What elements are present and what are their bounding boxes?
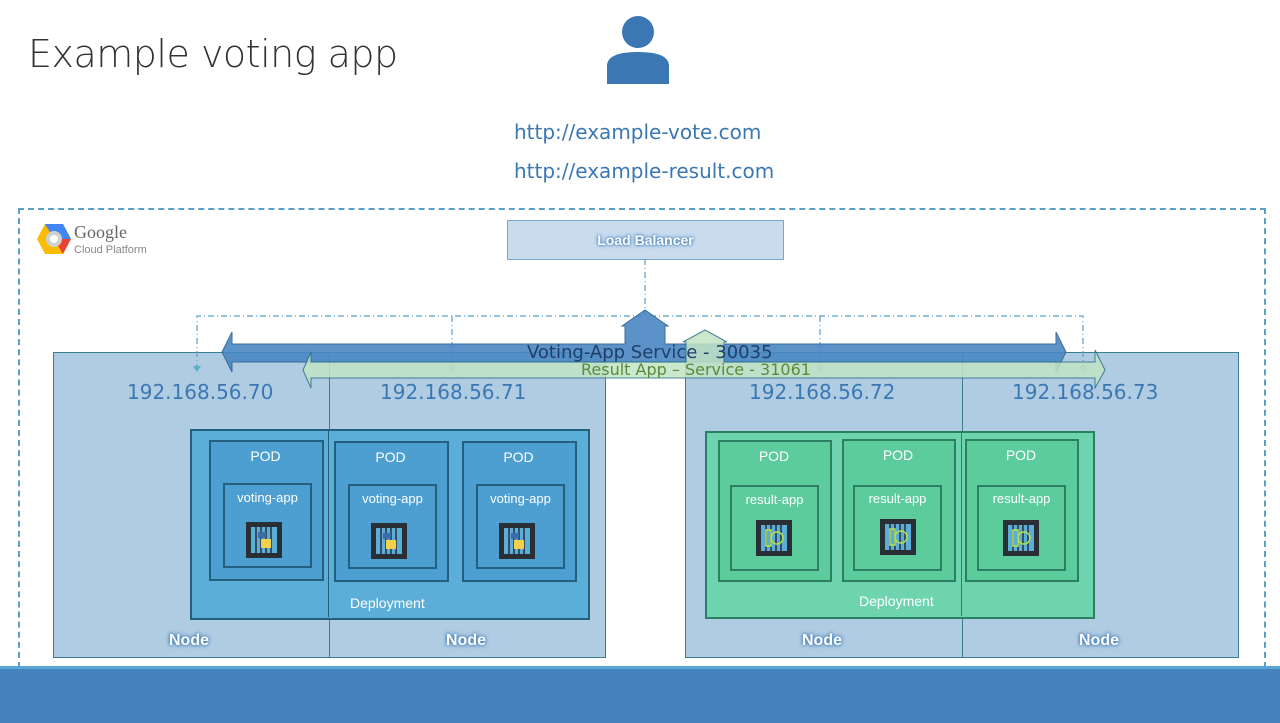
pod (842, 439, 956, 582)
pod (965, 439, 1079, 582)
container (476, 484, 565, 569)
python-container-icon (371, 523, 407, 559)
result-service-label: Result App – Service - 31061 (581, 360, 811, 379)
container-label: result-app (745, 492, 804, 507)
node-ip: 192.168.56.70 (127, 380, 274, 404)
nodejs-container-icon (1003, 520, 1039, 556)
node-ip: 192.168.56.71 (380, 380, 527, 404)
voting-service-label: Voting-App Service - 30035 (527, 342, 773, 363)
container-label: voting-app (237, 490, 298, 505)
container-label: voting-app (362, 491, 423, 506)
pod-label: POD (882, 447, 914, 463)
deployment-label: Deployment (859, 593, 934, 609)
pod (462, 441, 577, 582)
container (977, 485, 1066, 571)
node-label: Node (1079, 632, 1119, 649)
node-label: Node (802, 632, 842, 649)
nodejs-container-icon (756, 520, 792, 556)
node-label: Node (169, 632, 209, 649)
load-balancer-label: Load Balancer (597, 232, 694, 248)
pod (718, 440, 832, 582)
node-ip: 192.168.56.72 (749, 380, 896, 404)
container-label: voting-app (490, 491, 551, 506)
container-label: result-app (992, 491, 1051, 506)
pod-label: POD (758, 448, 790, 464)
vote-url-link[interactable]: http://example-vote.com (514, 120, 762, 144)
node-divider (328, 429, 329, 617)
container (853, 485, 942, 571)
load-balancer: Load Balancer (507, 220, 784, 260)
footer-band (0, 666, 1280, 723)
container (730, 485, 819, 571)
pod-label: POD (250, 448, 281, 464)
pod-label: POD (503, 449, 534, 465)
node-label: Node (446, 632, 486, 649)
pod-label: POD (1005, 447, 1037, 463)
google-cloud-hexagon-icon (37, 224, 71, 254)
pod-label: POD (375, 449, 406, 465)
python-container-icon (499, 523, 535, 559)
nodejs-container-icon (880, 519, 916, 555)
node-ip: 192.168.56.73 (1012, 380, 1159, 404)
platform-name: Google (74, 222, 127, 242)
result-url-link[interactable]: http://example-result.com (514, 159, 775, 183)
container (223, 483, 312, 568)
python-container-icon (246, 522, 282, 558)
result-service-arrow (302, 329, 1106, 390)
deployment-label: Deployment (350, 595, 425, 611)
node-divider (961, 431, 962, 616)
container-label: result-app (868, 491, 927, 506)
platform-subtitle: Cloud Platform (74, 244, 147, 256)
user-icon (607, 16, 669, 84)
slide-title: Example voting app (28, 32, 398, 76)
container (348, 484, 437, 569)
